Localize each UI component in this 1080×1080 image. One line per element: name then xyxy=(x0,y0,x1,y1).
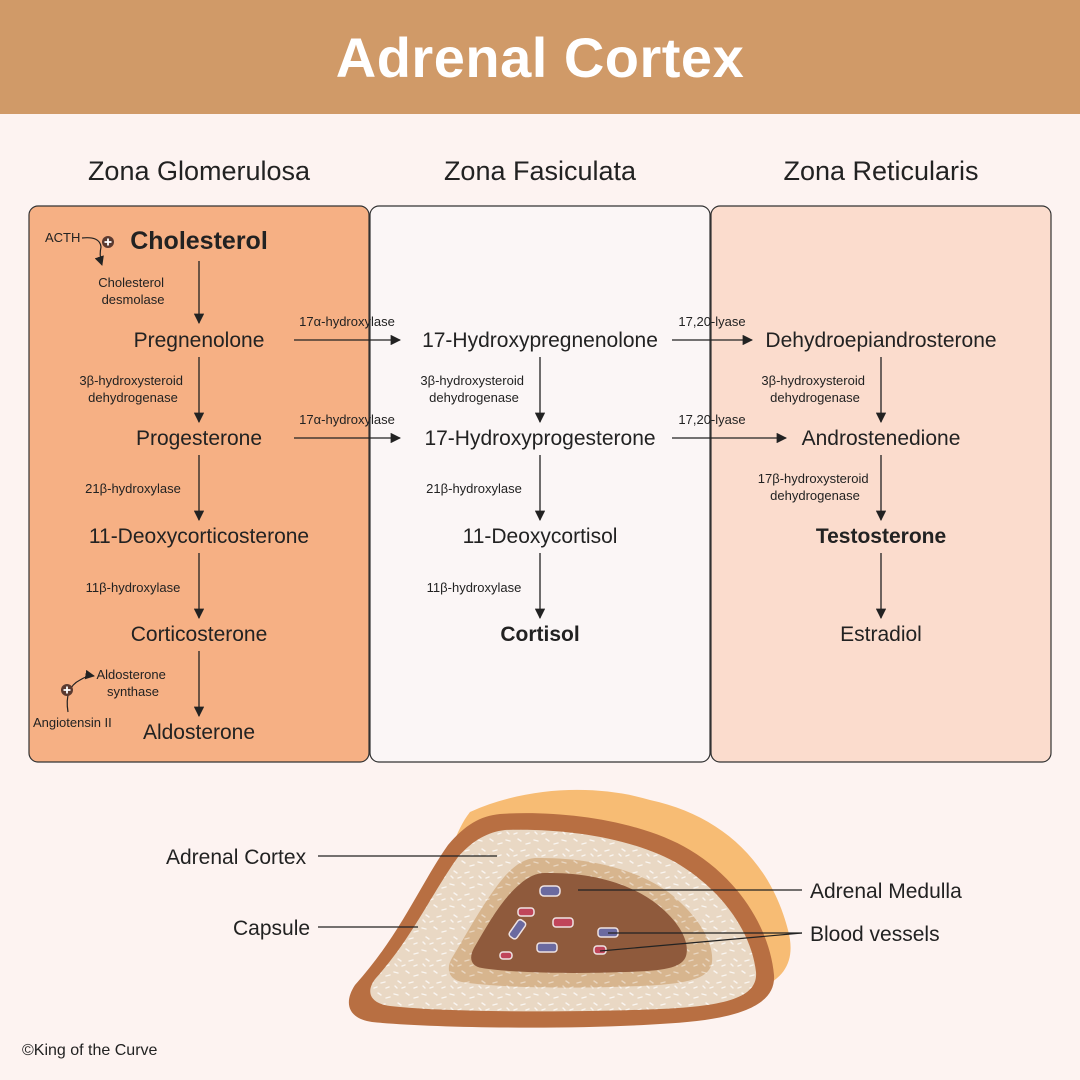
enzyme-line: desmolase xyxy=(102,292,165,307)
adrenal-gland-illustration xyxy=(348,789,791,1028)
copyright-credit: ©King of the Curve xyxy=(22,1042,158,1059)
compound-11-deoxycortisol: 11-Deoxycortisol xyxy=(463,525,618,548)
enzyme-cholesterol-desmolase: Cholesterol desmolase xyxy=(98,275,167,307)
compound-androstenedione: Androstenedione xyxy=(802,427,961,450)
blood-vessel xyxy=(499,951,513,960)
enzyme-line: 3β-hydroxysteroid xyxy=(420,373,524,388)
enzyme-21b-hydroxylase-glomerulosa: 21β-hydroxylase xyxy=(85,481,181,496)
label-blood-vessels: Blood vessels xyxy=(810,923,940,946)
blood-vessel xyxy=(536,942,558,953)
regulator-angiotensin-ii: Angiotensin II xyxy=(33,715,112,730)
zone-heading-glomerulosa: Zona Glomerulosa xyxy=(88,156,311,186)
enzyme-11b-hydroxylase-glomerulosa: 11β-hydroxylase xyxy=(86,580,181,595)
regulator-acth: ACTH xyxy=(45,230,80,245)
compound-17-hydroxypregnenolone: 17-Hydroxypregnenolone xyxy=(422,329,658,352)
compound-corticosterone: Corticosterone xyxy=(131,623,268,646)
label-adrenal-medulla: Adrenal Medulla xyxy=(810,880,962,903)
enzyme-line: dehydrogenase xyxy=(88,390,178,405)
compound-cortisol: Cortisol xyxy=(500,623,579,646)
zone-heading-reticularis: Zona Reticularis xyxy=(783,156,978,186)
enzyme-3b-hsd-fasiculata: 3β-hydroxysteroid dehydrogenase xyxy=(420,373,527,405)
blood-vessel xyxy=(517,907,535,917)
leader-blood-vessels-2 xyxy=(599,932,803,952)
enzyme-line: dehydrogenase xyxy=(429,390,519,405)
compound-11-deoxycorticosterone: 11-Deoxycorticosterone xyxy=(89,525,309,548)
enzyme-17-20-lyase-1: 17,20-lyase xyxy=(678,314,745,329)
angiotensin-curve-arrow xyxy=(66,669,95,713)
compound-progesterone: Progesterone xyxy=(136,427,262,450)
enzyme-line: dehydrogenase xyxy=(770,488,860,503)
enzyme-line: synthase xyxy=(107,684,159,699)
compound-testosterone: Testosterone xyxy=(816,525,946,548)
compound-pregnenolone: Pregnenolone xyxy=(134,329,265,352)
enzyme-line: dehydrogenase xyxy=(770,390,860,405)
enzyme-17a-hydroxylase-1: 17α-hydroxylase xyxy=(299,314,395,329)
enzyme-line: 3β-hydroxysteroid xyxy=(761,373,865,388)
enzyme-line: 17β-hydroxysteroid xyxy=(758,471,869,486)
blood-vessel xyxy=(593,945,607,955)
compound-cholesterol: Cholesterol xyxy=(130,227,268,255)
enzyme-17a-hydroxylase-2: 17α-hydroxylase xyxy=(299,412,395,427)
compound-dehydroepiandrosterone: Dehydroepiandrosterone xyxy=(765,329,996,352)
enzyme-line: 3β-hydroxysteroid xyxy=(79,373,183,388)
enzyme-21b-hydroxylase-fasiculata: 21β-hydroxylase xyxy=(426,481,522,496)
blood-vessel xyxy=(508,918,527,940)
enzyme-11b-hydroxylase-fasiculata: 11β-hydroxylase xyxy=(427,580,522,595)
enzyme-3b-hsd-glomerulosa: 3β-hydroxysteroid dehydrogenase xyxy=(79,373,186,405)
label-capsule: Capsule xyxy=(233,917,310,940)
enzyme-17-20-lyase-2: 17,20-lyase xyxy=(678,412,745,427)
compound-17-hydroxyprogesterone: 17-Hydroxyprogesterone xyxy=(424,427,655,450)
acth-curve-arrow xyxy=(81,237,104,266)
enzyme-line: Cholesterol xyxy=(98,275,164,290)
zone-heading-fasiculata: Zona Fasiculata xyxy=(444,156,637,186)
page-title: Adrenal Cortex xyxy=(335,25,745,89)
blood-vessel xyxy=(539,885,561,897)
compound-estradiol: Estradiol xyxy=(840,623,922,646)
plus-icon xyxy=(102,236,114,248)
compound-aldosterone: Aldosterone xyxy=(143,721,255,744)
title-banner: Adrenal Cortex xyxy=(0,0,1080,114)
enzyme-line: Aldosterone xyxy=(96,667,165,682)
blood-vessel xyxy=(552,917,574,928)
enzyme-aldosterone-synthase: Aldosterone synthase xyxy=(96,667,169,699)
plus-icon xyxy=(61,684,73,696)
label-adrenal-cortex: Adrenal Cortex xyxy=(166,846,307,869)
enzyme-17b-hsd-reticularis: 17β-hydroxysteroid dehydrogenase xyxy=(758,471,872,503)
enzyme-3b-hsd-reticularis: 3β-hydroxysteroid dehydrogenase xyxy=(761,373,868,405)
